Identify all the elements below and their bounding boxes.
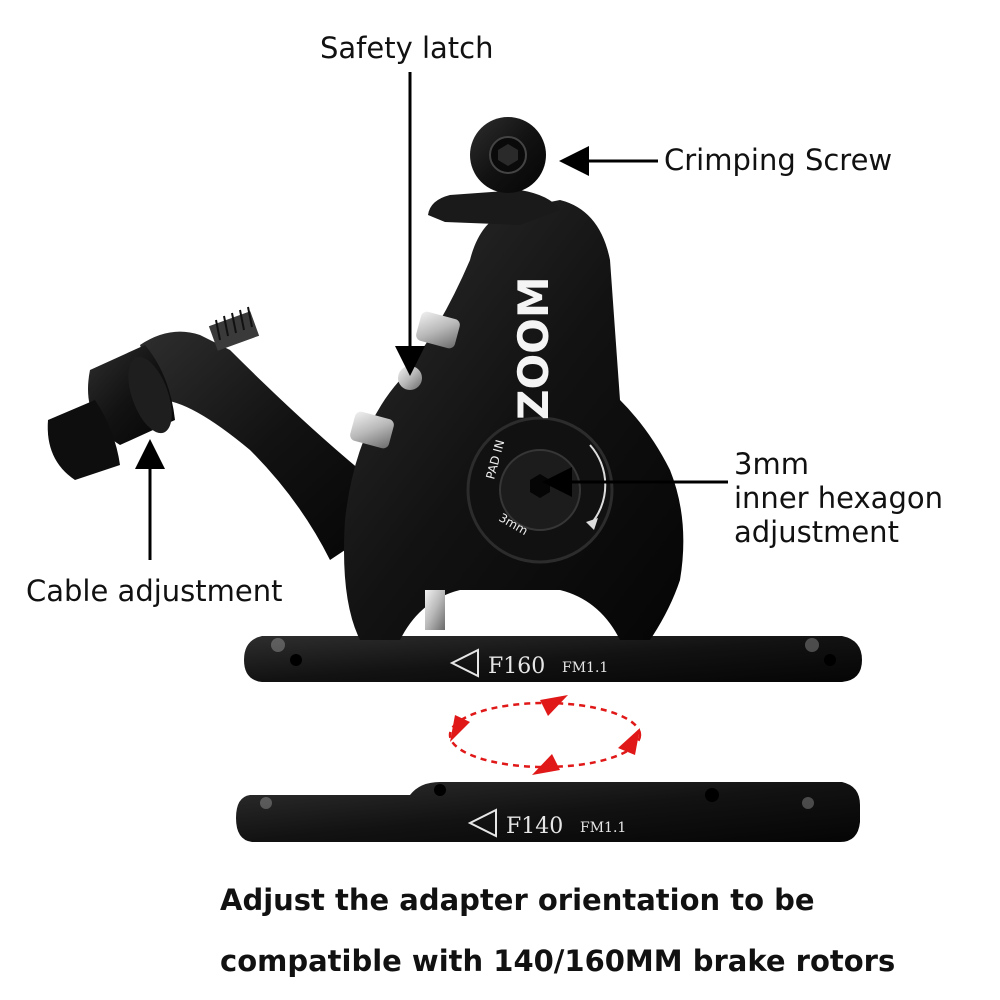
caption-line1: Adjust the adapter orientation to be	[220, 883, 815, 917]
adapter-f160: F160 FM1.1	[244, 636, 862, 682]
adapter-f140-size: F140	[506, 814, 563, 839]
label-safety-latch: Safety latch	[320, 31, 494, 65]
adapter-f140-model: FM1.1	[580, 820, 626, 836]
label-hex-line1: 3mm	[734, 447, 809, 481]
label-cable-adjustment: Cable adjustment	[26, 574, 283, 608]
pointer-lines	[135, 72, 728, 560]
cable-adjuster	[47, 306, 260, 480]
label-hex-line2: inner hexagon	[734, 481, 943, 515]
adapter-f140: F140 FM1.1	[236, 782, 860, 842]
rotation-arrows-icon	[448, 695, 642, 775]
caption: Adjust the adapter orientation to be com…	[220, 870, 920, 992]
adapter-f160-model: FM1.1	[562, 660, 608, 676]
label-hex-line3: adjustment	[734, 515, 899, 549]
caliper-brand-text: ZOOM	[509, 276, 558, 420]
label-hex-adjustment: 3mm inner hexagon adjustment	[734, 447, 943, 549]
caliper-body: ZOOM PAD IN 3mm	[140, 117, 684, 640]
triangle-mark-icon	[449, 648, 479, 678]
label-crimping-screw: Crimping Screw	[664, 143, 893, 177]
caption-line2: compatible with 140/160MM brake rotors	[220, 944, 896, 978]
triangle-mark-icon	[467, 808, 497, 838]
adapter-f160-size: F160	[488, 654, 545, 679]
